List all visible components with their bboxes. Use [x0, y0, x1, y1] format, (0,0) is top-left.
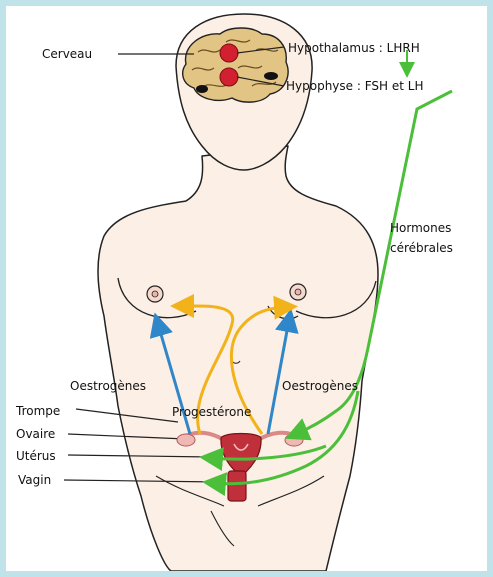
diagram-frame: Cerveau Hypothalamus : LHRH Hypophyse : … [6, 6, 487, 571]
brain [183, 28, 288, 102]
ovary-left [177, 434, 195, 446]
label-hypophyse: Hypophyse : FSH et LH [286, 79, 423, 93]
label-vagin: Vagin [18, 473, 51, 487]
label-oestrogenes-left: Oestrogènes [70, 379, 146, 393]
vagina-shape [228, 471, 246, 501]
hypophyse-marker [220, 68, 238, 86]
label-hypothalamus: Hypothalamus : LHRH [288, 41, 420, 55]
nipple-right [290, 284, 306, 300]
label-hormones-line2: cérébrales [390, 241, 453, 255]
torso-outline [98, 146, 378, 571]
label-oestrogenes-right: Oestrogènes [282, 379, 358, 393]
label-cerveau: Cerveau [42, 47, 92, 61]
label-uterus: Utérus [16, 449, 56, 463]
label-trompe: Trompe [15, 404, 60, 418]
label-ovaire: Ovaire [16, 427, 55, 441]
hypothalamus-marker [220, 44, 238, 62]
label-hormones-line1: Hormones [390, 221, 451, 235]
label-progesterone: Progestérone [172, 405, 251, 419]
anatomy-diagram: Cerveau Hypothalamus : LHRH Hypophyse : … [6, 6, 487, 571]
ovary-right [285, 434, 303, 446]
nipple-left [147, 286, 163, 302]
